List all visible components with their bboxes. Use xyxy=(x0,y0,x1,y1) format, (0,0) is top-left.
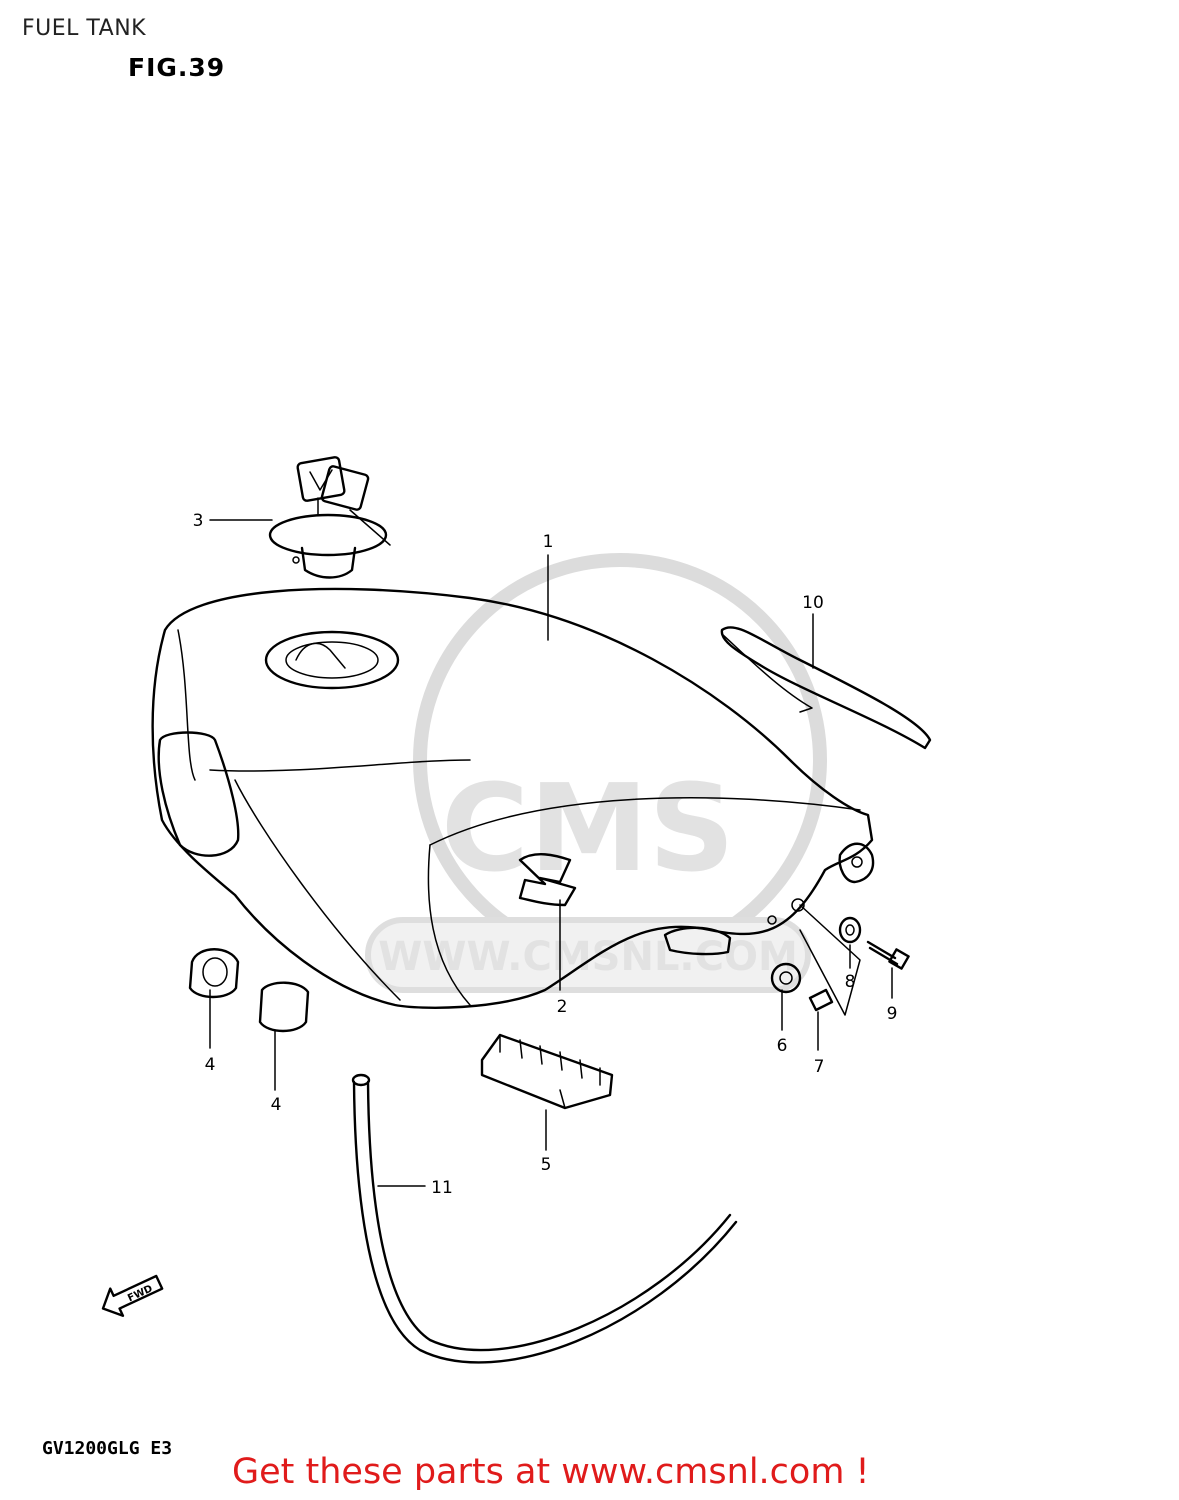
cms-watermark: CMS WWW.CMSNL.COM xyxy=(365,553,827,993)
callout-4a: 4 xyxy=(205,1055,216,1075)
part-cushion-a[interactable] xyxy=(188,948,240,999)
figure-label: FIG.39 xyxy=(128,53,226,82)
watermark-brand: CMS xyxy=(441,760,735,899)
part-fuel-cap[interactable] xyxy=(268,456,391,579)
callout-8: 8 xyxy=(845,972,856,992)
callout-9: 9 xyxy=(887,1004,898,1024)
page-title: FUEL TANK xyxy=(22,16,147,41)
part-cushion-strip[interactable] xyxy=(720,626,932,750)
callout-5: 5 xyxy=(541,1155,552,1175)
callout-10: 10 xyxy=(802,593,824,613)
model-code: GV1200GLG E3 xyxy=(42,1438,173,1459)
callout-3: 3 xyxy=(193,511,204,531)
callout-4b: 4 xyxy=(271,1095,282,1115)
callout-2: 2 xyxy=(557,997,568,1017)
forward-arrow-icon: FWD xyxy=(101,1274,164,1317)
part-cushion-b[interactable] xyxy=(258,981,310,1033)
callout-1: 1 xyxy=(543,532,554,552)
part-fuel-tank[interactable] xyxy=(151,587,875,1009)
callout-7: 7 xyxy=(814,1057,825,1077)
part-emblem[interactable] xyxy=(518,853,577,907)
part-bolt[interactable] xyxy=(866,940,910,970)
leader-lines xyxy=(209,519,893,1187)
cta-link-text[interactable]: Get these parts at www.cmsnl.com ! xyxy=(232,1452,870,1492)
part-breather-hose[interactable] xyxy=(351,1073,738,1364)
part-spacer[interactable] xyxy=(808,988,834,1012)
part-grommet[interactable] xyxy=(770,962,802,994)
part-rubber-cushion[interactable] xyxy=(480,1033,614,1110)
callout-11: 11 xyxy=(431,1178,453,1198)
part-washer[interactable] xyxy=(838,916,862,944)
fwd-label: FWD xyxy=(126,1283,154,1304)
callout-6: 6 xyxy=(777,1036,788,1056)
